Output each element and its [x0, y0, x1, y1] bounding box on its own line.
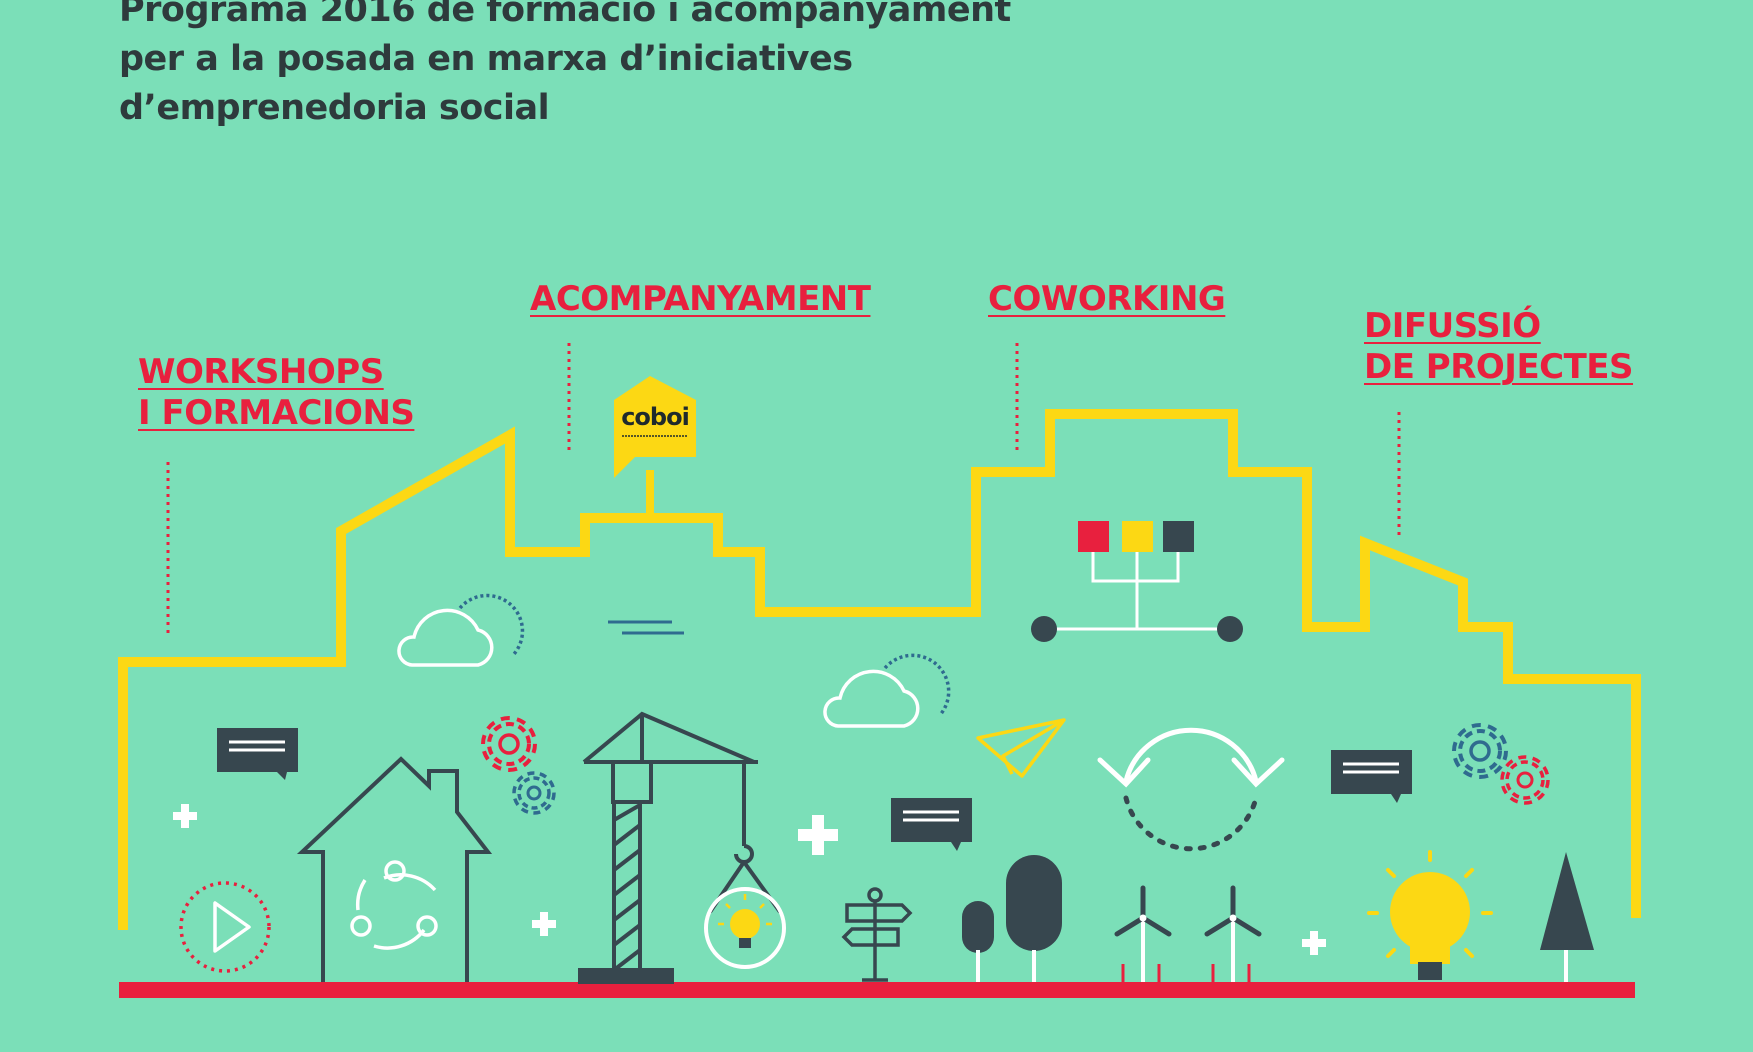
label-workshops: WORKSHOPS I FORMACIONS: [138, 352, 415, 434]
tree-icon: [962, 855, 1062, 982]
coboi-logo: [614, 376, 696, 518]
ground-line: [119, 982, 1635, 998]
label-difusio-line-1: DIFUSSIÓ: [1364, 306, 1541, 346]
connector-lines: [166, 343, 1401, 635]
refresh-icon: [1097, 727, 1285, 852]
label-coworking: COWORKING: [988, 279, 1226, 319]
house-icon: [296, 756, 493, 982]
gear-icon: [481, 716, 537, 772]
skyline-outline: [118, 409, 1641, 930]
plus-icon: [173, 804, 1326, 955]
title-line-3: d’emprenedoria social: [119, 88, 550, 128]
wind-turbine-icon: [1114, 885, 1262, 982]
decor-lines: [608, 620, 684, 635]
signpost-icon: [841, 887, 913, 982]
tree-icon-pine: [1540, 852, 1594, 982]
label-acompanyament: ACOMPANYAMENT: [530, 279, 871, 319]
program-title: Programa 2016 de formació i acompanyamen…: [119, 0, 1011, 133]
gear-icon-right: [1452, 723, 1508, 779]
label-difusio: DIFUSSIÓ DE PROJECTES: [1364, 306, 1634, 388]
chat-icon: [217, 728, 1412, 851]
label-workshops-line-2: I FORMACIONS: [138, 393, 415, 433]
title-line-1: Programa 2016 de formació i acompanyamen…: [119, 0, 1011, 30]
coboi-logo-text: coboi: [621, 403, 690, 431]
network-icon: [1031, 521, 1243, 642]
lightbulb-icon: [1367, 850, 1493, 980]
label-difusio-line-2: DE PROJECTES: [1364, 347, 1634, 387]
cloud-icon-2: [823, 653, 951, 728]
gear-icon-right-small: [1500, 755, 1550, 805]
paper-plane-icon: [976, 718, 1066, 778]
cloud-icon: [397, 593, 525, 667]
gear-icon-small: [512, 771, 556, 815]
play-icon: [179, 881, 271, 973]
lightbulb-icon-small: [704, 887, 786, 969]
title-line-2: per a la posada en marxa d’iniciatives: [119, 39, 853, 79]
share-icon: [350, 860, 438, 950]
label-workshops-line-1: WORKSHOPS: [138, 352, 384, 392]
